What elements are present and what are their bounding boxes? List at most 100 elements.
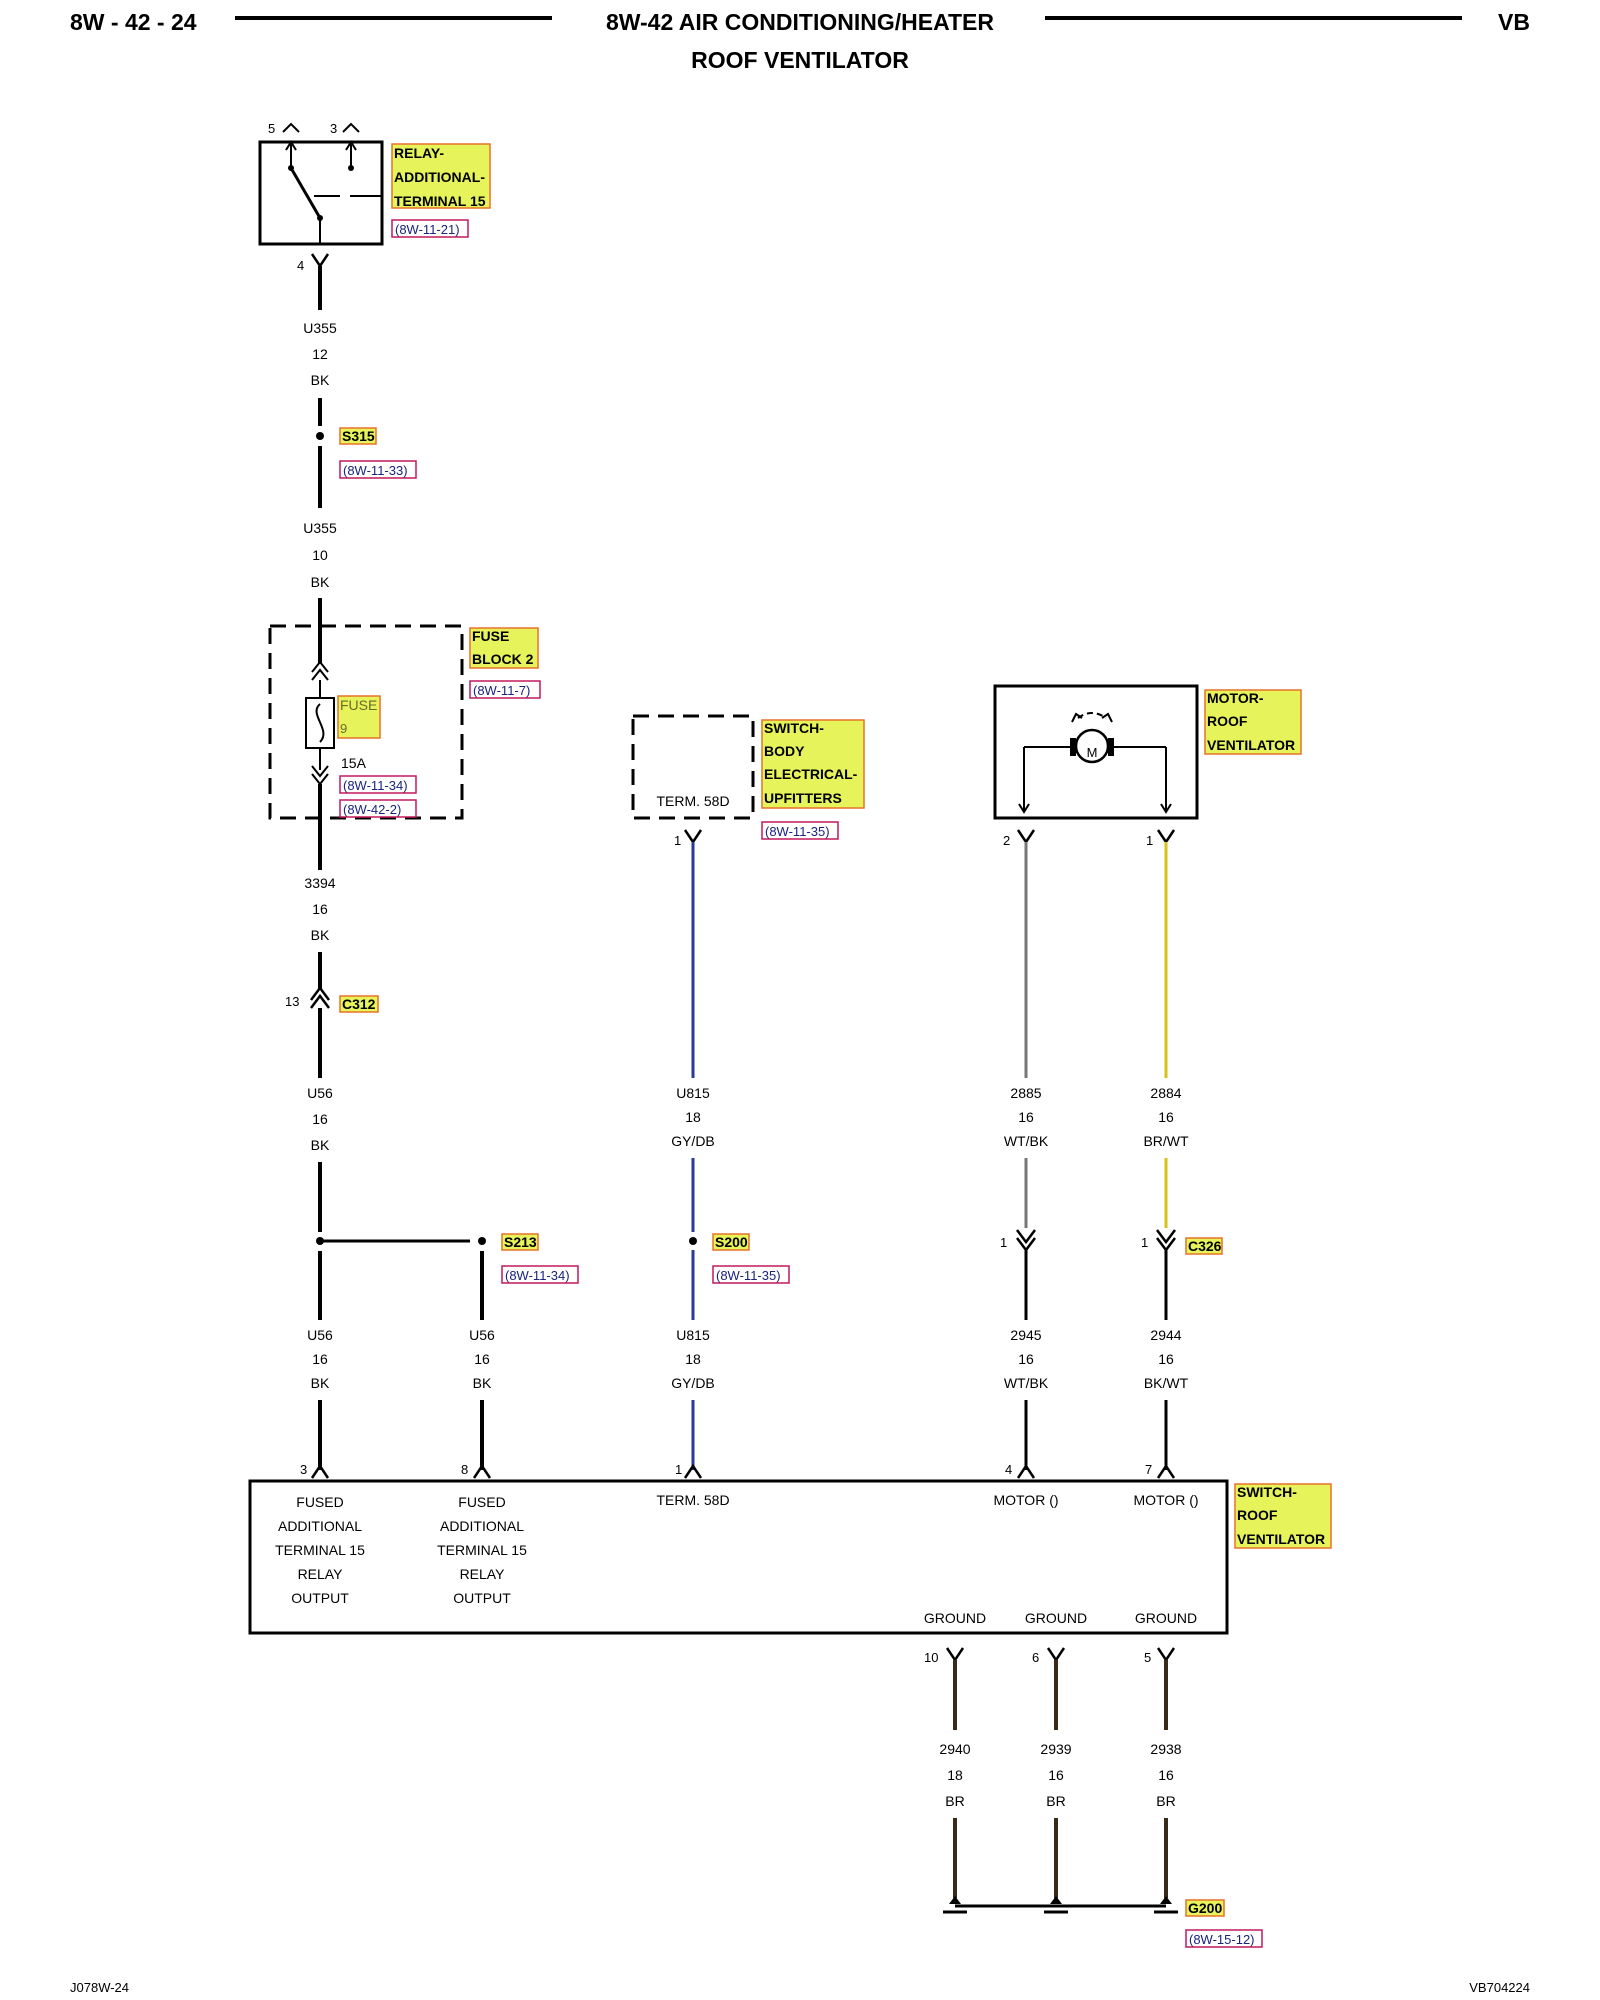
splice-s315-id: S315 (342, 428, 375, 444)
wire-u815-b-color: GY/DB (671, 1375, 715, 1391)
wire-u815-a-gauge: 18 (685, 1109, 701, 1125)
wire-2940-gauge: 18 (947, 1767, 963, 1783)
switch-roof-fused-a-5: OUTPUT (291, 1590, 349, 1606)
wire-u56-a-gauge: 16 (312, 1111, 328, 1127)
switch-body-ref[interactable]: (8W-11-35) (765, 824, 830, 839)
switch-roof-ground-1: GROUND (924, 1610, 986, 1626)
wire-u355-10-circuit: U355 (303, 520, 337, 536)
footer-left-code: J078W-24 (70, 1980, 129, 1995)
wire-2938-color: BR (1156, 1793, 1175, 1809)
wire-2885-color: WT/BK (1004, 1133, 1049, 1149)
switch-body-name-4: UPFITTERS (764, 790, 842, 806)
fuse-block-2: FUSE 9 15A (8W-11-34) (8W-42-2) FUSE BLO… (268, 598, 541, 870)
motor-pin-1: 1 (1146, 833, 1153, 848)
switch-roof-ground-pin-5: 5 (1144, 1650, 1151, 1665)
fuse-block-ref[interactable]: (8W-11-7) (473, 683, 530, 698)
wire-2885-gauge: 16 (1018, 1109, 1034, 1125)
wire-2939-gauge: 16 (1048, 1767, 1064, 1783)
switch-roof-pin-4: 4 (1005, 1462, 1012, 1477)
wire-u355-12-gauge: 12 (312, 346, 328, 362)
switch-roof-fused-b-1: FUSED (458, 1494, 505, 1510)
ground-g200: G200 (8W-15-12) (943, 1896, 1263, 1948)
switch-roof-fused-b-2: ADDITIONAL (440, 1518, 524, 1534)
fuse-label: FUSE (340, 697, 377, 713)
switch-body-name-2: BODY (764, 743, 805, 759)
switch-body-name-3: ELECTRICAL- (764, 766, 858, 782)
splice-s213-ref[interactable]: (8W-11-34) (505, 1268, 570, 1283)
wire-u56-c-color: BK (473, 1375, 492, 1391)
switch-body-terminal: TERM. 58D (656, 793, 729, 809)
wire-2940-circuit: 2940 (939, 1741, 970, 1757)
switch-roof-ventilator: 3 8 1 4 7 FUSED ADDITIONAL TERMINAL 15 R… (248, 1462, 1332, 1665)
wire-2938-gauge: 16 (1158, 1767, 1174, 1783)
ground-g200-id: G200 (1188, 1900, 1222, 1916)
splice-s200-ref[interactable]: (8W-11-35) (716, 1268, 781, 1283)
switch-roof-ground-3: GROUND (1135, 1610, 1197, 1626)
switch-roof-motor-b: MOTOR () (1133, 1492, 1198, 1508)
switch-roof-name-1: SWITCH- (1237, 1484, 1297, 1500)
switch-roof-fused-a-4: RELAY (298, 1566, 344, 1582)
splice-s200-id: S200 (715, 1234, 748, 1250)
wire-2884-gauge: 16 (1158, 1109, 1174, 1125)
splice-s200-dot (689, 1237, 697, 1245)
wire-3394-color: BK (311, 927, 330, 943)
connector-c326-pin-a: 1 (1000, 1235, 1007, 1250)
relay-ref[interactable]: (8W-11-21) (395, 222, 460, 237)
switch-body-pin: 1 (674, 833, 681, 848)
page-ref: 8W - 42 - 24 (70, 9, 197, 35)
connector-c326-symbol-a (1016, 1229, 1036, 1253)
wire-u56-b-circuit: U56 (307, 1327, 333, 1343)
wire-u815-b-circuit: U815 (676, 1327, 710, 1343)
motor-roof-ventilator: M MOTOR- ROOF VENTILATOR 2 1 (993, 684, 1302, 848)
motor-name-3: VENTILATOR (1207, 737, 1295, 753)
switch-roof-name-2: ROOF (1237, 1507, 1278, 1523)
wire-2944-color: BK/WT (1144, 1375, 1189, 1391)
relay-name-3: TERMINAL 15 (394, 193, 486, 209)
motor-name-2: ROOF (1207, 713, 1248, 729)
wire-2884-circuit: 2884 (1150, 1085, 1181, 1101)
relay-pin-3: 3 (330, 121, 337, 136)
switch-roof-pin-3: 3 (300, 1462, 307, 1477)
relay-additional-terminal-15: 5 3 RELAY- ADDITIONAL- TERMINAL 15 (8W-1… (258, 121, 491, 273)
connector-c312-id: C312 (342, 996, 376, 1012)
wire-2940-color: BR (945, 1793, 964, 1809)
motor-symbol-letter: M (1087, 745, 1098, 760)
connector-c326-symbol-b (1156, 1229, 1176, 1253)
switch-roof-ground-pin-10: 10 (924, 1650, 938, 1665)
relay-name-1: RELAY- (394, 145, 444, 161)
connector-c326-id: C326 (1188, 1238, 1222, 1254)
wire-u56-a-circuit: U56 (307, 1085, 333, 1101)
wire-u56-b-gauge: 16 (312, 1351, 328, 1367)
relay-name-2: ADDITIONAL- (394, 169, 485, 185)
switch-body-electrical-upfitters: TERM. 58D SWITCH- BODY ELECTRICAL- UPFIT… (631, 714, 865, 848)
wire-u56-b-color: BK (311, 1375, 330, 1391)
connector-c312-pin: 13 (285, 994, 299, 1009)
variant-code: VB (1498, 9, 1530, 35)
wire-2938-circuit: 2938 (1150, 1741, 1181, 1757)
page-title: 8W-42 AIR CONDITIONING/HEATER (606, 9, 994, 35)
wire-2945-gauge: 16 (1018, 1351, 1034, 1367)
switch-roof-fused-a-3: TERMINAL 15 (275, 1542, 365, 1558)
wire-2945-color: WT/BK (1004, 1375, 1049, 1391)
wire-u815-a-color: GY/DB (671, 1133, 715, 1149)
wire-2939-color: BR (1046, 1793, 1065, 1809)
switch-roof-name-3: VENTILATOR (1237, 1531, 1325, 1547)
switch-roof-term: TERM. 58D (656, 1492, 729, 1508)
splice-s213-id: S213 (504, 1234, 537, 1250)
fuse-rating: 15A (341, 755, 367, 771)
switch-roof-pin-1: 1 (675, 1462, 682, 1477)
page-subtitle: ROOF VENTILATOR (691, 47, 909, 73)
wire-2884-color: BR/WT (1143, 1133, 1189, 1149)
fuse-ref-3[interactable]: (8W-42-2) (343, 802, 401, 817)
switch-roof-fused-a-1: FUSED (296, 1494, 343, 1510)
splice-s315-ref[interactable]: (8W-11-33) (343, 463, 408, 478)
wire-3394-gauge: 16 (312, 901, 328, 917)
wire-3394-circuit: 3394 (304, 875, 335, 891)
fuse-ref-2[interactable]: (8W-11-34) (343, 778, 408, 793)
wire-u355-10-gauge: 10 (312, 547, 328, 563)
switch-roof-pin-7: 7 (1145, 1462, 1152, 1477)
ground-g200-ref[interactable]: (8W-15-12) (1189, 1932, 1255, 1947)
wire-u56-c-gauge: 16 (474, 1351, 490, 1367)
switch-roof-fused-b-5: OUTPUT (453, 1590, 511, 1606)
wire-u355-12-circuit: U355 (303, 320, 337, 336)
